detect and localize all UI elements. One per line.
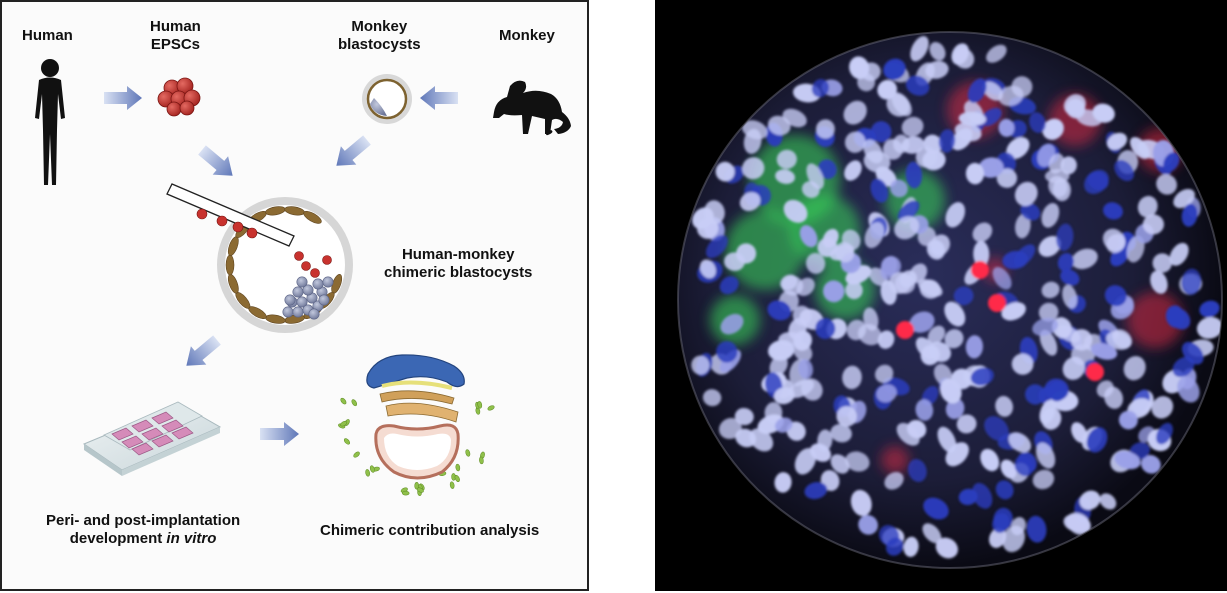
monkey-blastocyst-icon — [362, 74, 412, 124]
label-chimeric-line2: chimeric blastocysts — [384, 264, 533, 281]
human-silhouette-icon — [35, 59, 65, 185]
injection-pipette-icon — [166, 183, 295, 247]
label-chimeric-line1: Human-monkey — [401, 246, 515, 263]
post-implantation-embryo-icon — [338, 354, 495, 496]
label-dev-line2-italic: in vitro — [166, 530, 217, 547]
label-chimeric-contribution-analysis: Chimeric contribution analysis — [320, 522, 540, 539]
label-human-epscs-line1: Human — [150, 18, 201, 35]
label-peri-post-implantation: Peri- and post-implantation development … — [46, 512, 240, 548]
arrow-icon — [420, 86, 458, 110]
arrow-icon — [336, 135, 371, 166]
label-human: Human — [22, 27, 73, 44]
arrow-icon — [186, 335, 221, 366]
label-dev-line2: development in vitro — [46, 530, 240, 548]
label-monkey-blastocysts: Monkey blastocysts — [338, 18, 421, 54]
label-dev-line1: Peri- and post-implantation — [46, 512, 241, 529]
arrow-icon — [198, 145, 233, 176]
label-human-epscs: Human EPSCs — [150, 18, 201, 54]
label-monkey-blastocysts-line2: blastocysts — [338, 36, 421, 53]
micrograph-image — [677, 31, 1223, 569]
schematic-panel: Human Human EPSCs Monkey blastocysts Mon… — [0, 0, 589, 591]
monkey-silhouette-icon — [493, 80, 571, 136]
schematic-drawing — [35, 59, 571, 496]
label-chimeric-blastocysts: Human-monkey chimeric blastocysts — [384, 246, 532, 282]
human-epscs-cluster-icon — [157, 77, 201, 117]
label-monkey-blastocysts-line1: Monkey — [351, 18, 408, 35]
label-dev-line2-prefix: development — [69, 530, 167, 547]
arrow-icon — [260, 422, 299, 446]
culture-plate-icon — [82, 401, 222, 476]
label-monkey: Monkey — [499, 27, 555, 44]
label-human-epscs-line2: EPSCs — [150, 36, 201, 53]
fluorescence-micrograph — [655, 0, 1227, 591]
arrow-icon — [104, 86, 142, 110]
